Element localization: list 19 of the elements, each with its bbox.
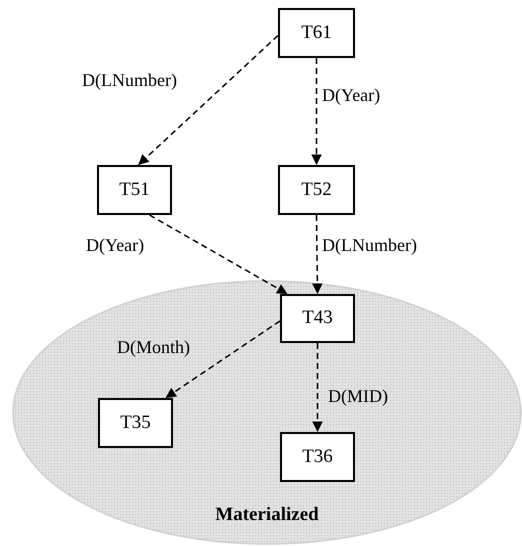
table-box: T61 bbox=[278, 8, 355, 58]
edge-label: D(LNumber) bbox=[82, 69, 177, 91]
table-box: T43 bbox=[280, 294, 355, 343]
edge-label: D(Year) bbox=[86, 234, 144, 256]
edge-label: D(Year) bbox=[322, 84, 380, 106]
table-box: T35 bbox=[98, 398, 173, 448]
dashed-arrow bbox=[312, 343, 323, 432]
dashed-arrow bbox=[312, 214, 323, 294]
table-box: T51 bbox=[97, 165, 172, 215]
edge-label: D(LNumber) bbox=[322, 234, 417, 256]
edge-label: D(Month) bbox=[117, 336, 190, 358]
dashed-arrow bbox=[165, 320, 280, 399]
table-box: T52 bbox=[278, 165, 355, 215]
dashed-arrow bbox=[138, 34, 279, 166]
edge-label: D(MID) bbox=[328, 385, 388, 407]
table-box: T36 bbox=[280, 432, 355, 482]
dashed-arrow bbox=[311, 58, 322, 165]
dashed-arrow bbox=[149, 214, 288, 295]
group-label: Materialized bbox=[215, 502, 319, 526]
